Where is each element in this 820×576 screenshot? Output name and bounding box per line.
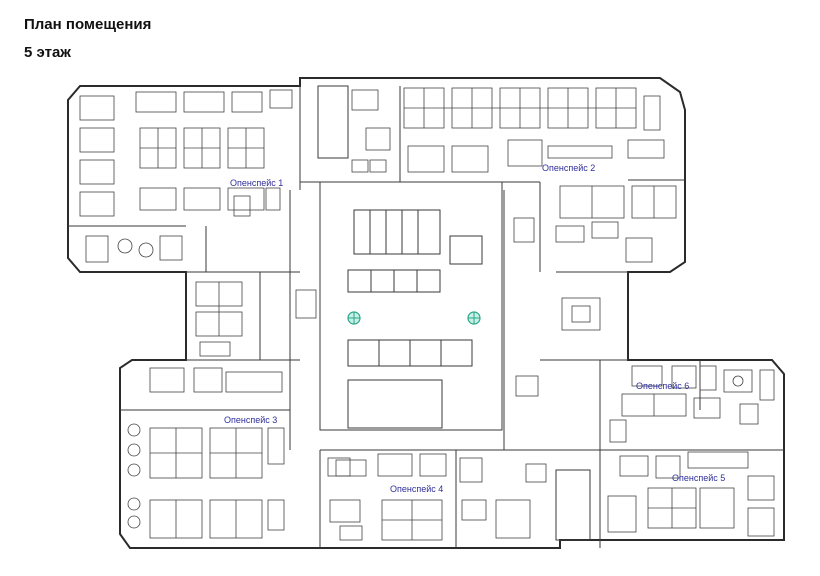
zone-label-openspace-2: Опенспейс 2 bbox=[542, 163, 595, 173]
zone-label-openspace-1: Опенспейс 1 bbox=[230, 178, 283, 188]
stair-top bbox=[317, 85, 349, 159]
desks-openspace-1 bbox=[79, 89, 293, 263]
zone-label-openspace-3: Опенспейс 3 bbox=[224, 415, 277, 425]
central-core bbox=[319, 181, 503, 431]
stair-bottom bbox=[555, 469, 591, 541]
desks-left-mid bbox=[195, 281, 317, 357]
desks-openspace-2 bbox=[403, 87, 677, 263]
page-title: План помещения bbox=[24, 16, 152, 33]
desks-openspace-5 bbox=[607, 451, 775, 537]
zone-label-openspace-5: Опенспейс 5 bbox=[672, 473, 725, 483]
floor-label: 5 этаж bbox=[24, 44, 71, 61]
desks-openspace-3 bbox=[127, 367, 285, 539]
zone-label-openspace-6: Опенспейс 6 bbox=[636, 381, 689, 391]
restroom-block bbox=[353, 209, 441, 255]
desks-openspace-6 bbox=[609, 365, 775, 443]
hall-room bbox=[347, 379, 443, 429]
desks-openspace-4 bbox=[327, 453, 547, 541]
zone-label-openspace-4: Опенспейс 4 bbox=[390, 484, 443, 494]
meeting-room-right bbox=[515, 297, 601, 397]
meeting-room-top bbox=[351, 89, 391, 173]
